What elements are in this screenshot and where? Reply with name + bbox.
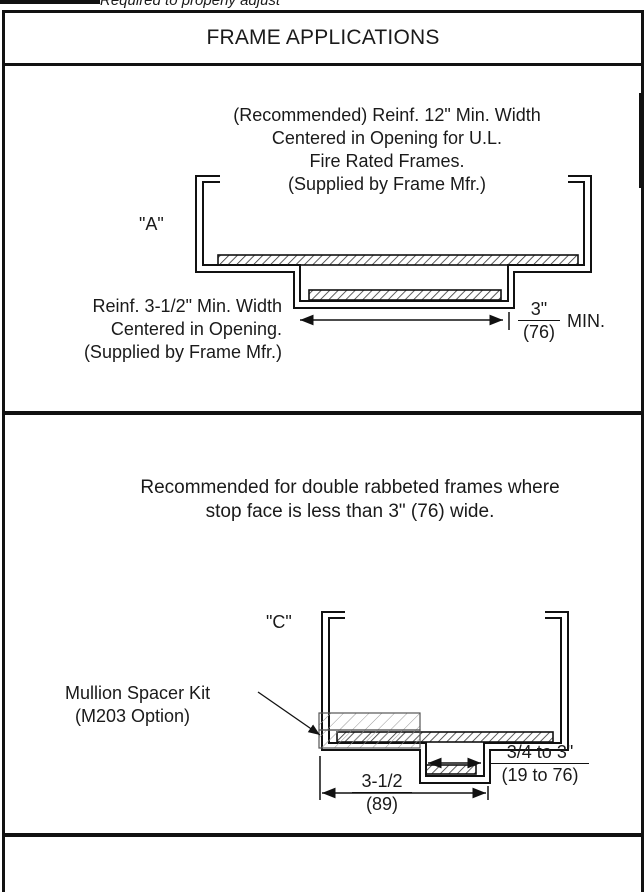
dimension-3-1-2-den: (89) (365, 794, 398, 814)
dimension-stop-range: 3/4 to 3" (19 to 76) (491, 741, 589, 786)
dimension-3in: 3" (76) (518, 298, 560, 343)
reinf-3-5-label-line-2: Centered in Opening. (110, 319, 282, 339)
section-title-text: FRAME APPLICATIONS (206, 26, 440, 49)
edge-tick (639, 93, 642, 188)
reinforcement-12-a (217, 254, 579, 266)
reinf-12-label-line-4: (Supplied by Frame Mfr.) (287, 174, 487, 194)
detail-c-note-line-1: Recommended for double rabbeted frames w… (140, 477, 560, 498)
dimension-stop-range-den: (19 to 76) (501, 765, 579, 785)
mullion-kit-label-line-1: Mullion Spacer Kit (65, 683, 211, 703)
stop-reinforcement-c (425, 764, 477, 775)
top-rule (0, 0, 100, 4)
frame-profile-c (321, 611, 569, 784)
dimension-3-1-2: 3-1/2 (89) (352, 770, 412, 815)
mullion-kit-label-line-2: (M203 Option) (75, 706, 191, 726)
section-divider-c (2, 833, 644, 837)
dimension-3in-den: (76) (522, 322, 555, 342)
mullion-spacer-kit (318, 712, 421, 749)
dimension-min-label: MIN. (567, 311, 605, 331)
detail-c-tag: "C" (266, 612, 292, 632)
reinf-3-5-label-line-1: Reinf. 3-1/2" Min. Width (92, 296, 282, 316)
reinf-12-label-line-2: Centered in Opening for U.L. (271, 128, 503, 148)
frame-profile-a (195, 175, 592, 309)
dimension-lines-c (319, 756, 489, 800)
reinf-12-label-line-1: (Recommended) Reinf. 12" Min. Width (233, 105, 541, 125)
dimension-stop-range-num: 3/4 to 3" (491, 741, 589, 764)
reinf-12-label-line-3: Fire Rated Frames. (309, 151, 465, 171)
section-divider-a (2, 411, 644, 415)
dimension-3in-num: 3" (518, 298, 560, 321)
detail-c-note-line-2: stop face is less than 3" (76) wide. (205, 501, 495, 522)
detail-a-tag: "A" (139, 214, 164, 234)
figure-frame: FRAME APPLICATIONS (2, 10, 644, 892)
dimension-line-a (300, 312, 510, 330)
leader-line-kit (257, 691, 321, 736)
cut-off-heading: Required to properly adjust (100, 0, 430, 8)
reinforcement-3-5-a (308, 289, 502, 301)
dimension-3-1-2-num: 3-1/2 (352, 770, 412, 793)
section-title: FRAME APPLICATIONS (5, 13, 641, 66)
reinf-3-5-label-line-3: (Supplied by Frame Mfr.) (83, 342, 282, 362)
